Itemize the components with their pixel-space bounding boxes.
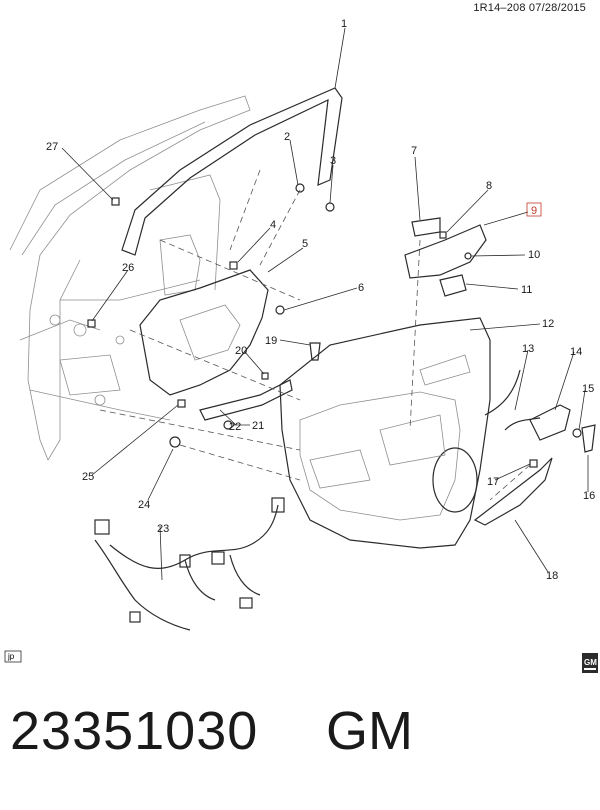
callout-15: 15 bbox=[582, 383, 594, 395]
callout-14: 14 bbox=[570, 346, 582, 358]
cable-part-13 bbox=[484, 369, 541, 431]
wiring-harness-part-23 bbox=[94, 504, 279, 631]
door-parts-diagram: 1 2 3 4 5 6 7 8 9 10 11 12 13 14 15 16 1… bbox=[4, 18, 598, 673]
callout-17: 17 bbox=[487, 476, 499, 488]
screw-part-10 bbox=[464, 252, 472, 260]
clip-part-4 bbox=[229, 261, 238, 270]
callout-labels: 1 2 3 4 5 6 7 8 9 10 11 12 13 14 15 16 1… bbox=[46, 18, 595, 582]
callout-11: 11 bbox=[521, 284, 532, 296]
callout-9: 9 bbox=[531, 205, 537, 217]
callout-12: 12 bbox=[542, 318, 554, 330]
leader-lines bbox=[61, 27, 589, 581]
jp-badge: jp bbox=[4, 650, 22, 663]
switch-bezel-part-7 bbox=[411, 217, 441, 237]
callout-10: 10 bbox=[528, 249, 540, 261]
window-frame-part-1 bbox=[121, 87, 343, 256]
clip-part-20 bbox=[261, 372, 269, 380]
callout-8: 8 bbox=[486, 180, 492, 192]
bracket-part-22 bbox=[199, 379, 293, 421]
callout-26: 26 bbox=[122, 262, 134, 274]
clip-part-26 bbox=[87, 319, 96, 328]
switch-assembly-part-9 bbox=[404, 224, 487, 279]
callout-2: 2 bbox=[284, 131, 290, 143]
diagram-code: 1R14–208 07/28/2015 bbox=[473, 2, 586, 14]
callout-27: 27 bbox=[46, 141, 58, 153]
pin-part-19 bbox=[309, 342, 321, 361]
fastener-part-6 bbox=[275, 305, 285, 315]
switch-part-11 bbox=[439, 274, 467, 297]
clip-part-17 bbox=[529, 459, 538, 468]
svg-text:GM: GM bbox=[584, 658, 597, 667]
clip-part-8 bbox=[439, 231, 447, 239]
screw-part-21 bbox=[223, 420, 233, 430]
callout-13: 13 bbox=[522, 343, 534, 355]
callout-4: 4 bbox=[270, 219, 276, 231]
gm-logo: GM bbox=[582, 653, 598, 673]
callout-22: 22 bbox=[229, 421, 241, 433]
fastener-part-15 bbox=[572, 428, 582, 438]
callout-5: 5 bbox=[302, 238, 308, 250]
callout-16: 16 bbox=[583, 490, 595, 502]
armrest-insert-part-18 bbox=[473, 457, 553, 526]
part-number: 23351030 bbox=[10, 701, 259, 761]
callout-7: 7 bbox=[411, 145, 417, 157]
callout-19: 19 bbox=[265, 335, 277, 347]
callout-3: 3 bbox=[330, 155, 336, 167]
door-trim-panel-part-12 bbox=[279, 317, 491, 549]
brand-name: GM bbox=[326, 701, 413, 761]
handle-part-14 bbox=[529, 404, 571, 441]
clip-part-25 bbox=[177, 399, 186, 408]
callout-25: 25 bbox=[82, 471, 94, 483]
callout-18: 18 bbox=[546, 570, 558, 582]
callout-21: 21 bbox=[252, 420, 264, 432]
clip-part-27 bbox=[111, 197, 120, 206]
callout-1: 1 bbox=[341, 18, 347, 30]
callout-23: 23 bbox=[157, 523, 169, 535]
callout-24: 24 bbox=[138, 499, 150, 511]
clip-part-2 bbox=[295, 183, 305, 193]
water-deflector-part-5 bbox=[139, 269, 269, 396]
escutcheon-part-16 bbox=[581, 424, 596, 453]
svg-text:jp: jp bbox=[7, 652, 15, 661]
fastener-part-24 bbox=[169, 436, 181, 448]
callout-20: 20 bbox=[235, 345, 247, 357]
fastener-part-3 bbox=[325, 202, 335, 212]
callout-6: 6 bbox=[358, 282, 364, 294]
